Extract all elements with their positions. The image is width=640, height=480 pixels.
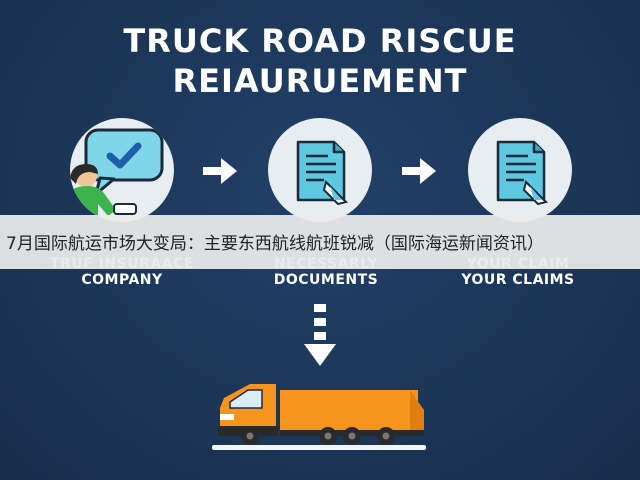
step-claims-circle xyxy=(468,118,572,222)
caption-banner-text: 7月国际航运市场大变局：主要东西航线航班锐减（国际海运新闻资讯） xyxy=(6,234,544,254)
title-line-2: REIAURUEMENT xyxy=(172,62,468,100)
arrow-right-icon xyxy=(402,158,436,184)
dashed-arrow-down-icon xyxy=(304,304,336,366)
truck-icon xyxy=(218,384,424,445)
title-line-1: TRUCK ROAD RISCUE xyxy=(123,22,517,60)
road-line xyxy=(212,445,426,450)
step-documents-circle xyxy=(268,118,372,222)
step-insurance-circle xyxy=(70,118,174,222)
step-label-line2: YOUR CLAIMS xyxy=(461,272,575,288)
caption-banner xyxy=(0,215,640,269)
document-icon xyxy=(496,140,548,206)
person-checkmark-icon xyxy=(70,128,164,222)
step-label-line2: DOCUMENTS xyxy=(273,272,379,288)
step-label-line2: COMPANY xyxy=(81,272,163,288)
arrow-right-icon xyxy=(203,158,237,184)
document-icon xyxy=(296,140,348,206)
